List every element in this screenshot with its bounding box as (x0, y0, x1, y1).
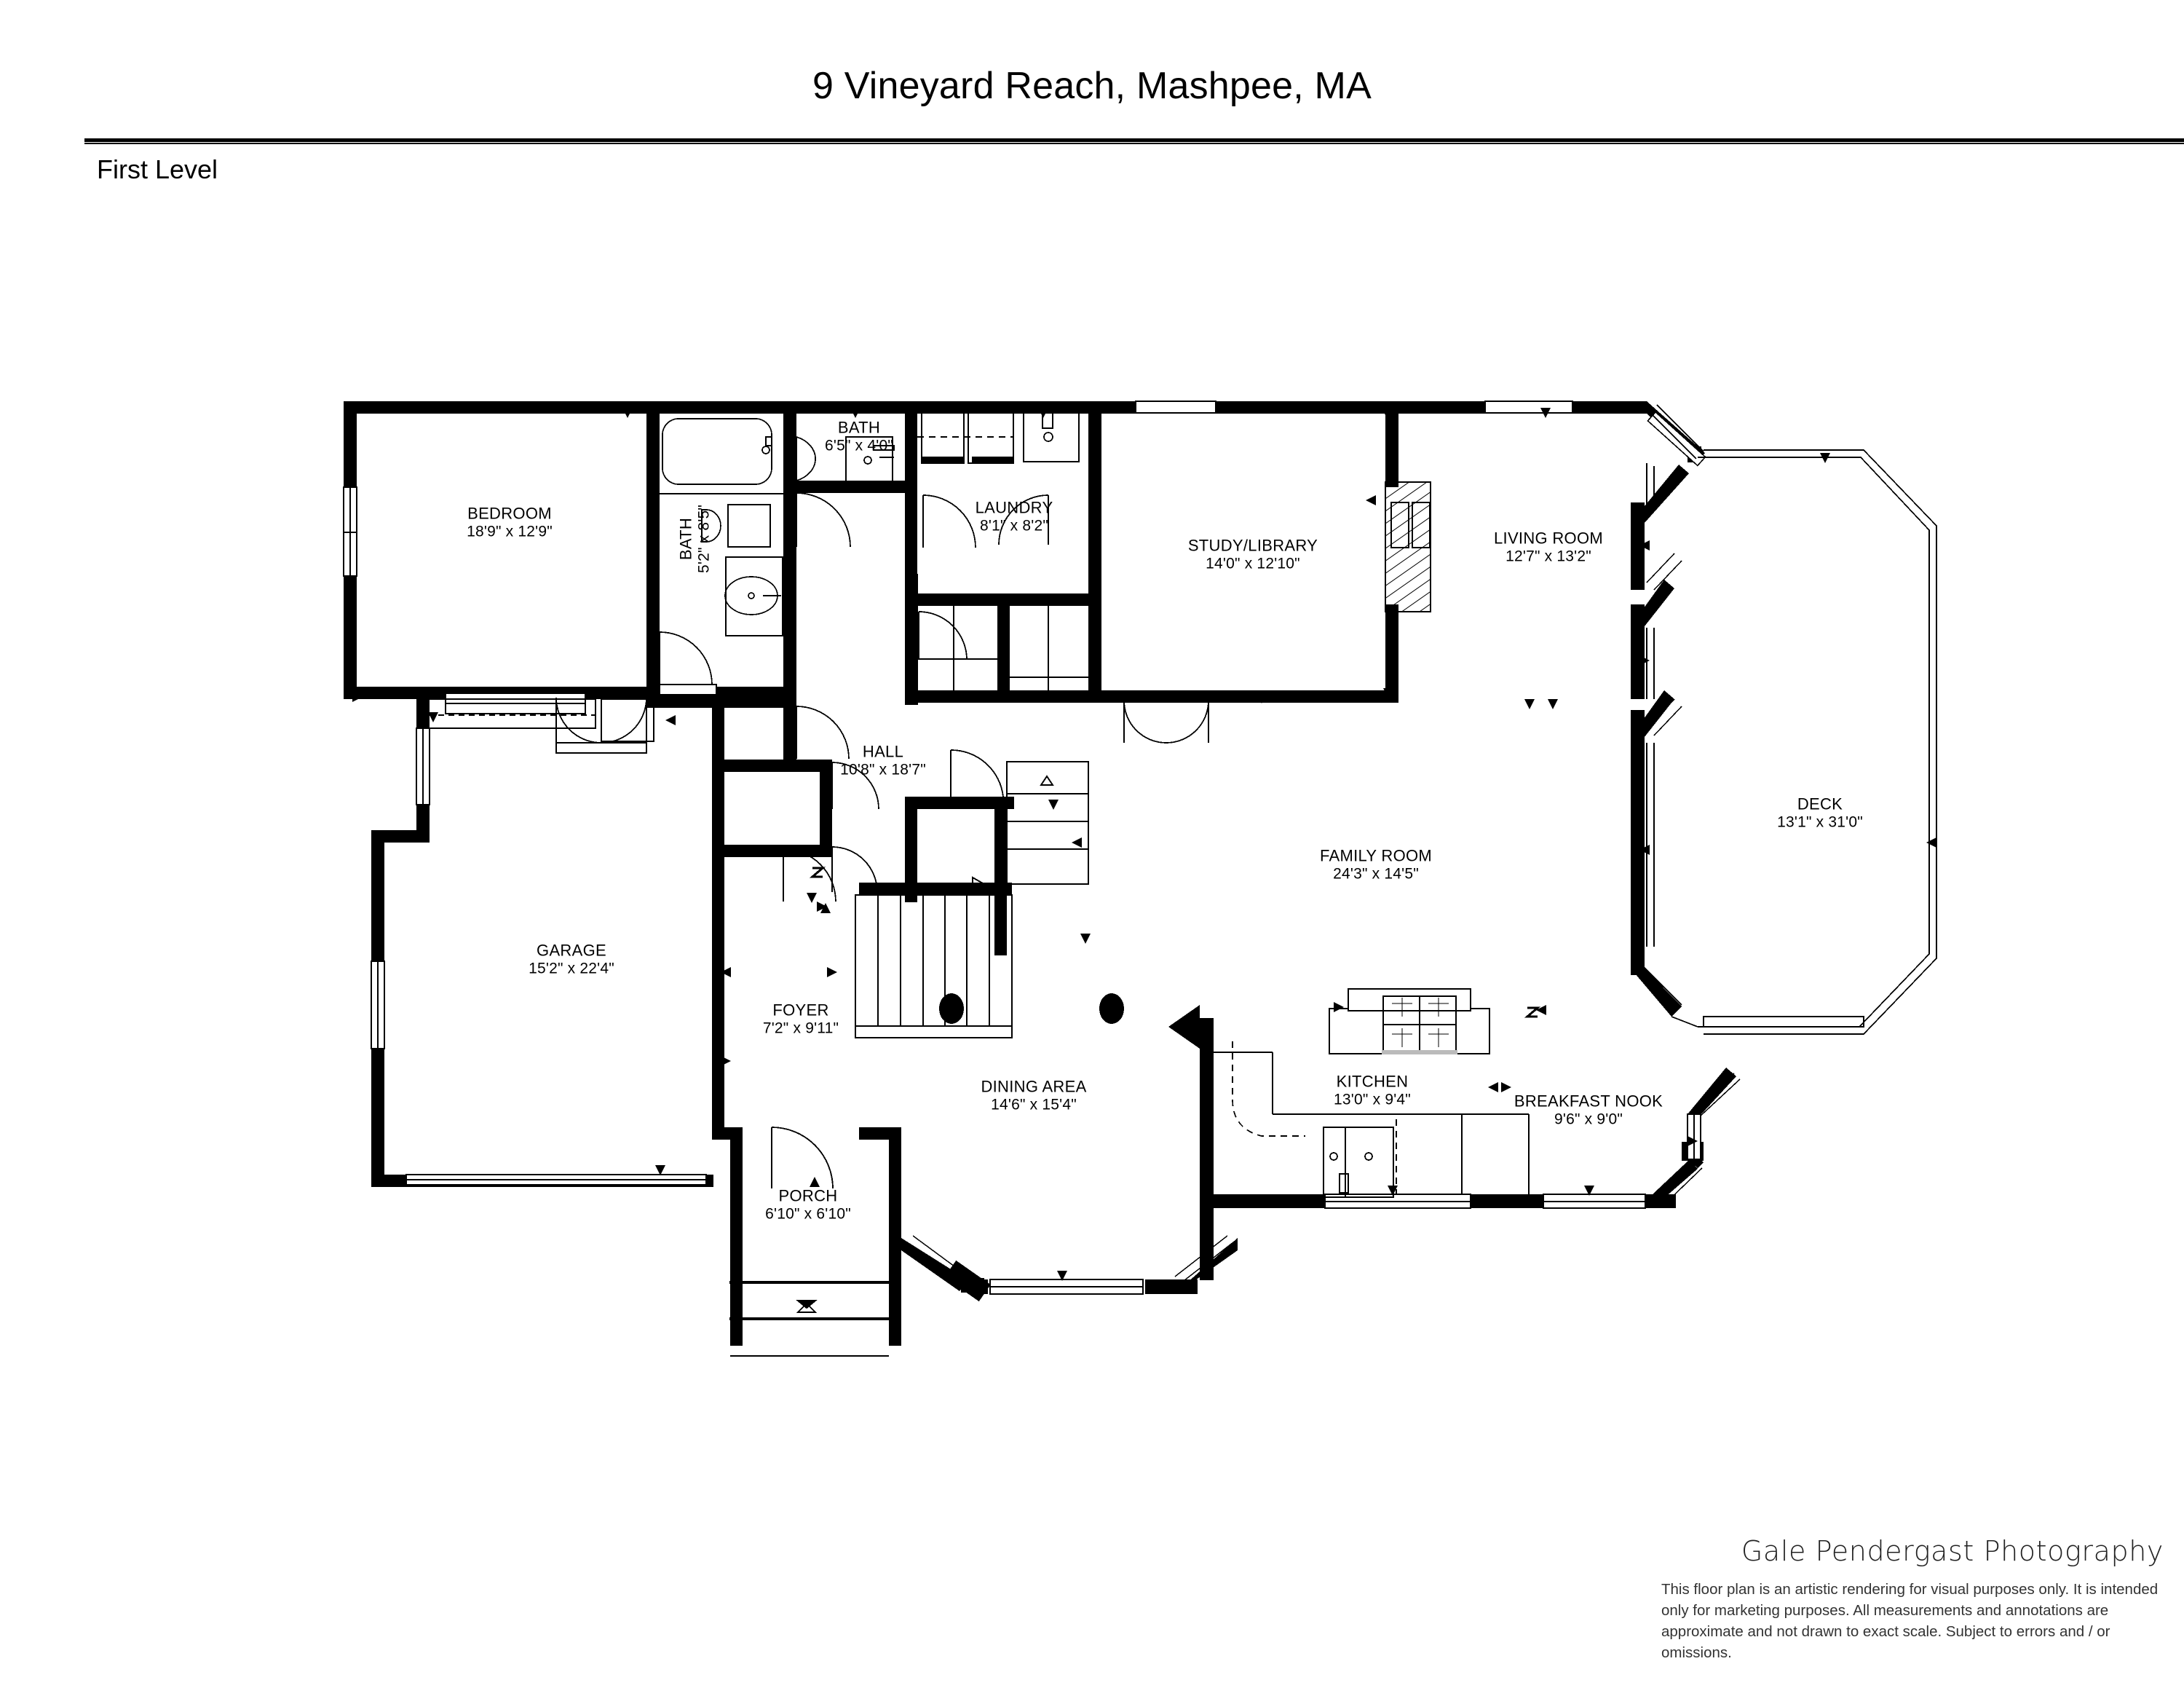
exterior-walls (344, 401, 1736, 1346)
dining-columns (939, 993, 1124, 1024)
disclaimer-text: This floor plan is an artistic rendering… (1661, 1581, 2159, 1662)
brand-credit: Gale Pendergast Photography (1741, 1535, 2164, 1567)
door-swings (555, 492, 1209, 1189)
level-label: First Level (97, 154, 218, 184)
fixtures (427, 404, 1937, 1357)
header-divider (84, 138, 2184, 142)
header-divider-thin (84, 143, 2184, 144)
wall-markers (352, 408, 1936, 1281)
plan-geometry (343, 401, 1937, 1357)
misc-symbols (809, 867, 1541, 1018)
page-title: 9 Vineyard Reach, Mashpee, MA (812, 65, 1372, 107)
windows (343, 401, 1706, 1320)
stair-direction-arrows (796, 775, 1054, 1313)
